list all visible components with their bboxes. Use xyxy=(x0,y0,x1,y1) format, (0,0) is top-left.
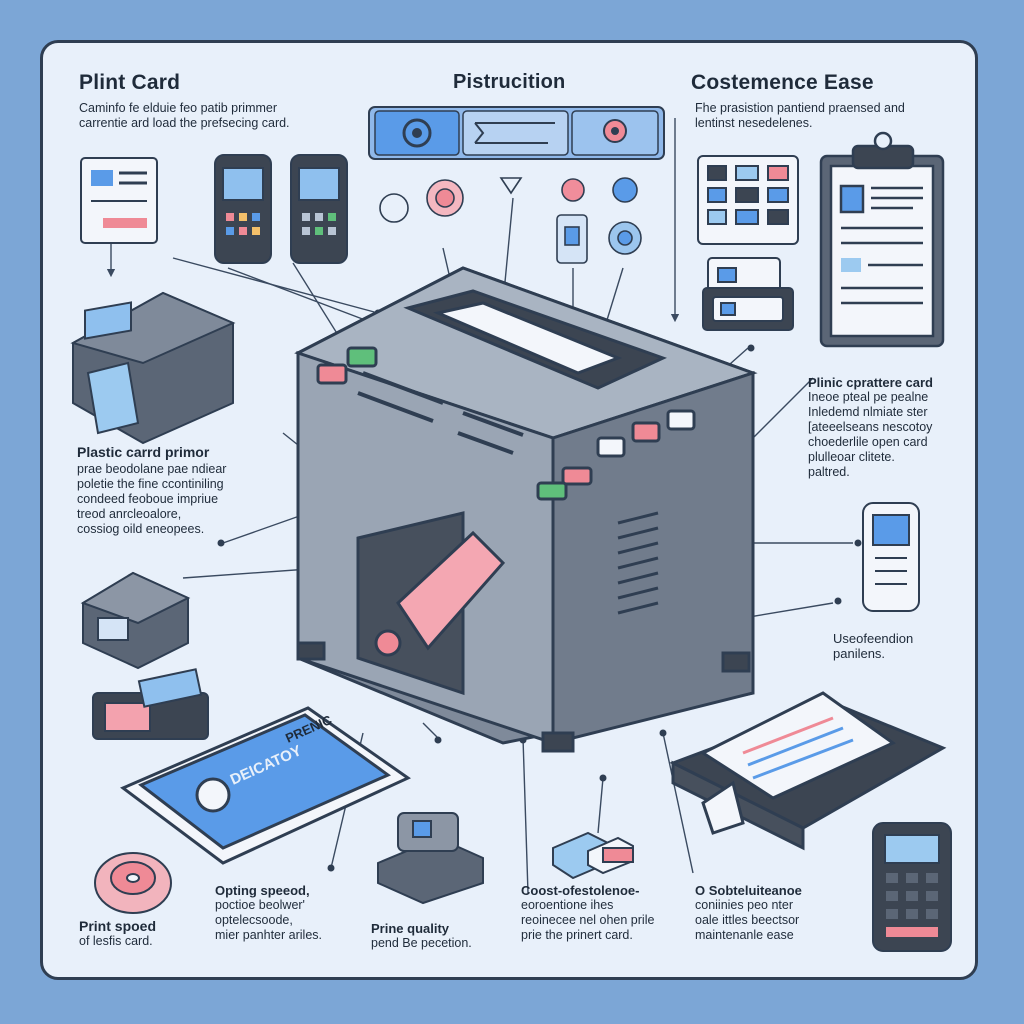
pin-icons xyxy=(379,177,642,264)
callout-title: O Sobteluiteanoe xyxy=(695,883,802,898)
callout-line: Ineoe pteal pe pealne xyxy=(808,390,929,404)
callout-title: Plastic carrd primor xyxy=(77,444,210,460)
cost-efficiency-callout: Coost-ofestolenoe- eoroentione ihes reoi… xyxy=(521,883,701,943)
device-icons-left xyxy=(80,154,348,264)
dashboard-icon xyxy=(697,155,799,245)
card-dispenser-left xyxy=(80,571,191,670)
convenience-line: Fhe prasistion pantiend praensed and xyxy=(695,101,905,115)
callout-line: choederlile open card xyxy=(808,435,928,449)
calculator-icon xyxy=(872,822,952,952)
callout-line: optelecsoode, xyxy=(215,913,293,927)
disc-icon xyxy=(94,852,172,914)
handheld-terminal xyxy=(862,502,920,612)
laminator xyxy=(669,691,947,851)
card-reader xyxy=(92,668,209,740)
stapler-icon xyxy=(377,812,484,905)
callout-line: poctioe beolwer' xyxy=(215,898,305,912)
maintenance-callout: O Sobteluiteanoe coniinies peo nter oale… xyxy=(695,883,865,943)
callout-title: Opting speeod, xyxy=(215,883,310,898)
small-card-printer-left xyxy=(70,291,236,445)
instruction-title: Pistrucition xyxy=(453,71,566,93)
callout-line: prae beodolane pae ndiear xyxy=(77,462,227,476)
plint-card-line: carrentie ard load the prefsecing card. xyxy=(79,116,290,130)
opting-speed-callout: Opting speeod, poctioe beolwer' optelecs… xyxy=(215,883,375,943)
callout-line: Useofeendion xyxy=(833,631,914,646)
convenience-ease-title: Costemence Ease xyxy=(691,71,874,94)
callout-title: Coost-ofestolenoe- xyxy=(521,883,640,898)
print-speed-callout: Print spoed of lesfis card. xyxy=(79,919,229,949)
callout-line: prie the prinert card. xyxy=(521,928,633,942)
user-panel-callout: Useofeendion panilens. xyxy=(833,631,973,661)
print-quality-callout: Prine quality pend Be pecetion. xyxy=(371,921,521,951)
callout-line: mier panhter ariles. xyxy=(215,928,322,942)
card-stack-icon xyxy=(702,257,794,331)
main-printer xyxy=(294,266,758,753)
callout-line: reoinecee nel ohen prile xyxy=(521,913,655,927)
plint-card-title: Plint Card xyxy=(79,71,181,94)
callout-line: treod anrcleoalore, xyxy=(77,507,182,521)
clipboard-icon xyxy=(819,131,945,348)
callout-title: Prine quality xyxy=(371,921,450,936)
callout-line: Inledemd nlmiate ster xyxy=(808,405,928,419)
plint-card-description: Caminfo fe elduie feo patib primmer carr… xyxy=(79,101,369,131)
callout-line: pend Be pecetion. xyxy=(371,936,472,950)
convenience-line: lentinst nesedelenes. xyxy=(695,116,813,130)
id-card xyxy=(120,706,412,865)
plastic-card-callout: Plinic cprattere card Ineoe pteal pe pea… xyxy=(808,375,973,480)
callout-line: coniinies peo nter xyxy=(695,898,793,912)
convenience-ease-description: Fhe prasistion pantiend praensed and len… xyxy=(695,101,965,131)
callout-line: eoroentione ihes xyxy=(521,898,614,912)
infographic-panel: PRENIC DEICATOY xyxy=(40,40,978,980)
instruction-toolbar xyxy=(368,106,665,160)
callout-line: maintenanle ease xyxy=(695,928,794,942)
callout-line: paltred. xyxy=(808,465,850,479)
callout-line: poletie the fine ccontiniling xyxy=(77,477,224,491)
callout-line: oale ittles beectsor xyxy=(695,913,800,927)
erasers-icon xyxy=(552,831,634,880)
callout-line: condeed feoboue impriue xyxy=(77,492,219,506)
callout-line: cossiog oild eneopees. xyxy=(77,522,205,536)
callout-line: plulleoar clitete. xyxy=(808,450,895,464)
callout-line: panilens. xyxy=(833,646,886,661)
callout-line: of lesfis card. xyxy=(79,934,153,948)
plastic-card-printer-callout: Plastic carrd primor prae beodolane pae … xyxy=(77,445,287,537)
plint-card-line: Caminfo fe elduie feo patib primmer xyxy=(79,101,278,115)
illustration-layer: PRENIC DEICATOY xyxy=(70,106,952,952)
callout-title: Print spoed xyxy=(79,918,157,934)
callout-title: Plinic cprattere card xyxy=(808,375,933,390)
callout-line: [ateeelseans nescotoy xyxy=(808,420,933,434)
